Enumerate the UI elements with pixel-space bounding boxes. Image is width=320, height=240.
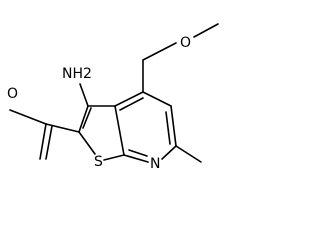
chemical-structure: NH2 O O S N — [7, 23, 219, 172]
bond — [175, 145, 202, 163]
bond — [119, 97, 144, 111]
bonds — [9, 23, 219, 163]
bond — [142, 42, 177, 61]
bond — [9, 109, 47, 125]
pyridine-nitrogen-label: N — [150, 156, 160, 172]
bond — [39, 123, 47, 160]
methoxy-oxygen-label: O — [180, 35, 191, 51]
bond — [123, 154, 149, 163]
bond — [103, 154, 125, 161]
bond — [45, 125, 53, 160]
bond — [114, 91, 144, 107]
bond — [114, 105, 125, 156]
bond — [128, 149, 148, 157]
thiophene-sulfur-label: S — [94, 154, 103, 170]
amino-label: NH2 — [62, 66, 92, 82]
bond — [165, 111, 171, 145]
atom-labels: NH2 O O S N — [7, 35, 191, 172]
bond — [142, 91, 172, 107]
bond — [78, 105, 89, 133]
bond — [82, 107, 92, 129]
bond — [193, 23, 219, 38]
bond — [170, 105, 177, 147]
bond — [79, 83, 89, 107]
bond — [45, 123, 80, 133]
carbonyl-oxygen-label: O — [7, 86, 18, 102]
bond — [78, 131, 96, 155]
bond — [161, 145, 177, 160]
